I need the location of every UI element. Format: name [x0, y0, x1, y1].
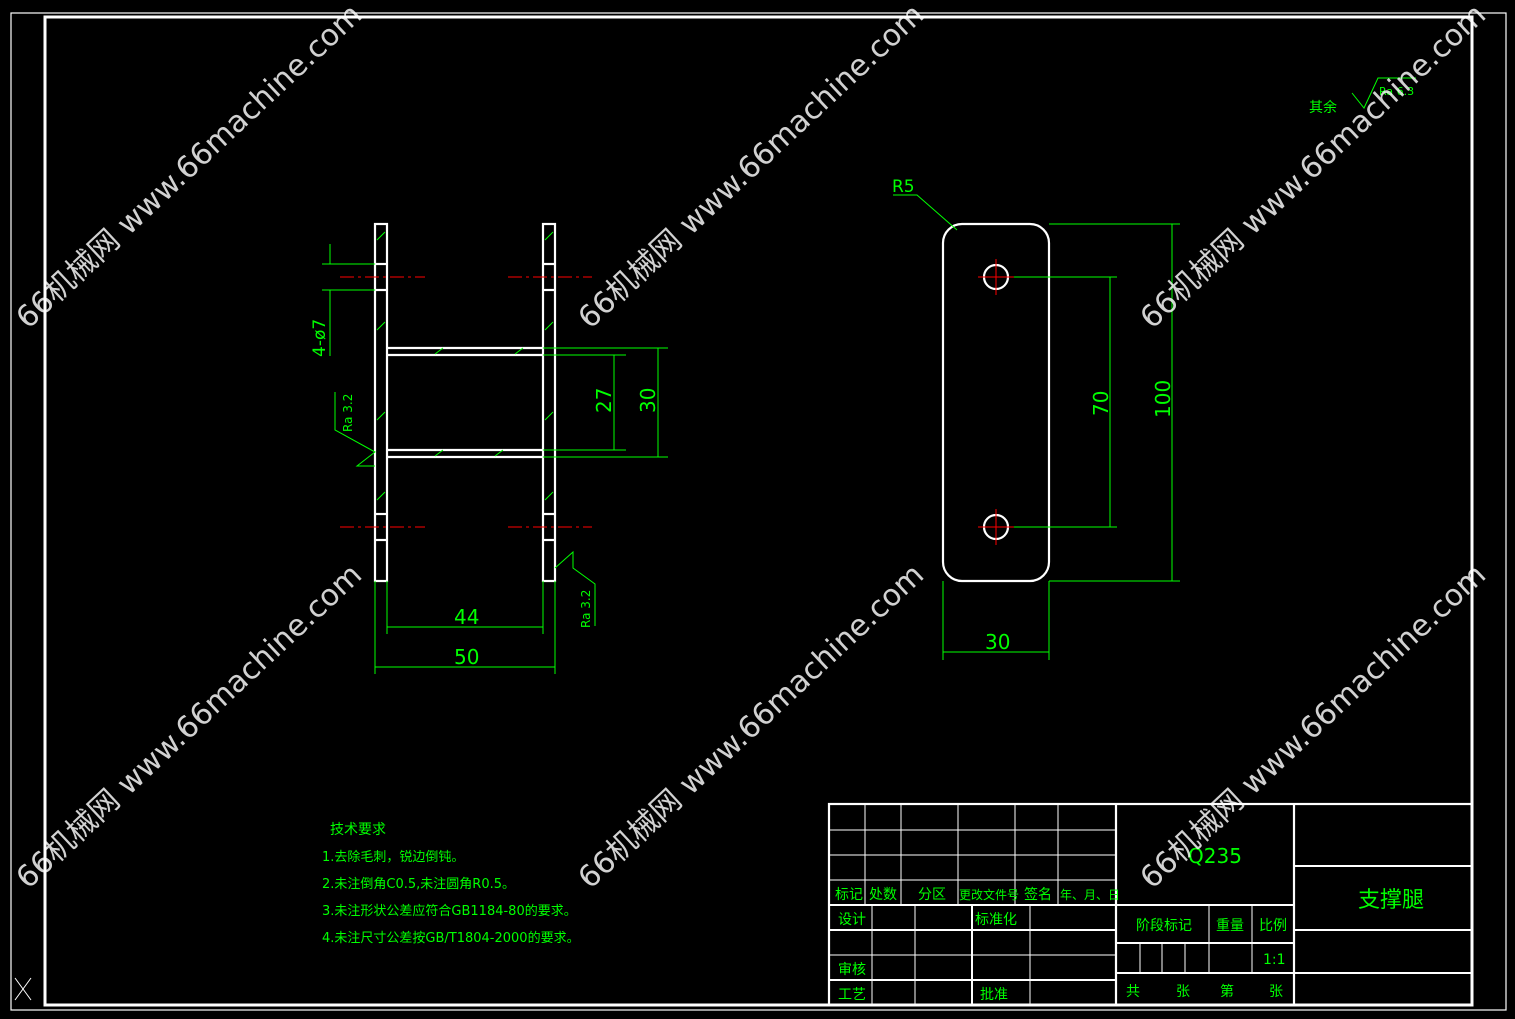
- roughness-other-label: 其余: [1309, 99, 1337, 116]
- plate-outline: [941, 222, 1051, 583]
- tb-header-count: 处数: [869, 887, 897, 903]
- tb-standardization: 标准化: [975, 912, 1017, 928]
- tb-weight: 重量: [1216, 918, 1244, 934]
- tb-design: 设计: [838, 912, 866, 928]
- side-view-outline: [373, 222, 557, 583]
- tech-item-2: 2.未注倒角C0.5,未注圆角R0.5。: [322, 877, 515, 892]
- tb-scale-label: 比例: [1259, 918, 1287, 934]
- ucs-icon: [14, 977, 32, 1001]
- tech-requirements: 技术要求 1.去除毛刺，锐边倒钝。 2.未注倒角C0.5,未注圆角R0.5。 3…: [322, 822, 580, 946]
- roughness-right: [554, 550, 596, 626]
- r5-leader: [893, 194, 958, 231]
- holes-dimension: [322, 244, 375, 356]
- tech-item-4: 4.未注尺寸公差按GB/T1804-2000的要求。: [322, 930, 580, 946]
- width-dimensions: [374, 581, 556, 674]
- tb-header-date: 年、月、日: [1060, 888, 1120, 902]
- tb-sheet: 张: [1269, 984, 1283, 1000]
- dim-44: 44: [454, 605, 479, 629]
- height-dimensions: [543, 347, 668, 458]
- tb-check: 审核: [838, 962, 866, 978]
- tech-item-3: 3.未注形状公差应符合GB1184-80的要求。: [322, 903, 577, 919]
- centerlines: [340, 276, 592, 528]
- hole-centerlines: [978, 259, 1014, 545]
- holes-label: 4-ø7: [310, 319, 330, 357]
- roughness-left-label: Ra 3.2: [341, 394, 355, 432]
- tb-part-name: 支撑腿: [1358, 888, 1424, 913]
- side-view: 4-ø7 Ra 3.2 Ra 3.2 27 30 44 50: [310, 222, 668, 674]
- tb-process: 工艺: [838, 987, 866, 1003]
- tb-stage-mark: 阶段标记: [1136, 918, 1192, 934]
- top-view: R5 70 100 30: [892, 177, 1180, 660]
- tech-title: 技术要求: [330, 822, 386, 838]
- roughness-left: [334, 392, 376, 467]
- roughness-other: 其余 Ra 6.3: [1309, 77, 1416, 116]
- r5-label: R5: [892, 177, 915, 197]
- dim-27: 27: [592, 388, 616, 413]
- tb-approve: 批准: [980, 987, 1008, 1003]
- dim-30-width: 30: [985, 630, 1010, 654]
- tb-sheet-no: 第: [1220, 983, 1234, 1000]
- dim-50: 50: [454, 645, 479, 669]
- roughness-other-value: Ra 6.3: [1379, 85, 1414, 98]
- dim-100: 100: [1151, 380, 1175, 418]
- tb-total: 共: [1126, 984, 1140, 1000]
- tb-material: Q235: [1188, 844, 1242, 868]
- tb-header-doc: 更改文件号: [959, 887, 1019, 902]
- dim-30-height: 30: [636, 388, 660, 413]
- roughness-right-label: Ra 3.2: [579, 590, 593, 628]
- tb-header-mark: 标记: [835, 887, 863, 903]
- tech-item-1: 1.去除毛刺，锐边倒钝。: [322, 850, 464, 865]
- length-dimensions: [1014, 223, 1180, 582]
- tb-header-sign: 签名: [1024, 886, 1052, 903]
- title-block: 标记 处数 分区 更改文件号 签名 年、月、日 设计 标准化 审核 工艺 批准 …: [827, 802, 1474, 1007]
- tb-header-zone: 分区: [918, 887, 946, 903]
- drawing-frame: [10, 12, 1507, 1011]
- dim-70: 70: [1089, 391, 1113, 416]
- width-dimension: [942, 581, 1050, 660]
- tb-scale-value: 1:1: [1263, 952, 1286, 968]
- tb-sheets: 张: [1176, 984, 1190, 1000]
- hatch-marks: [376, 231, 554, 501]
